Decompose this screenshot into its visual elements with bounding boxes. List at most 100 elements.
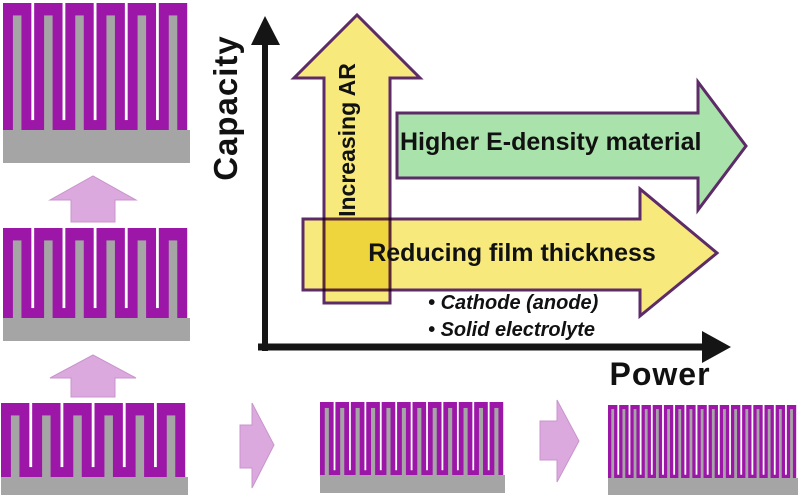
trench-bottom-film: [28, 467, 33, 477]
higher-e-density-arrow-label: Higher E-density material: [400, 128, 702, 156]
fin-core: [44, 240, 53, 318]
trench-bottom-film: [471, 470, 475, 475]
trench-bottom-film: [639, 474, 643, 478]
fin-core: [106, 240, 115, 318]
fin-core: [75, 240, 84, 318]
fin-core: [734, 409, 738, 478]
fin-core: [644, 409, 648, 478]
bullet-item-electrolyte: Solid electrolyte: [428, 317, 598, 344]
electrode-structure-ar-low: [1, 403, 188, 495]
trench-bottom-film: [348, 470, 352, 475]
fin-core: [324, 407, 329, 475]
fin-core: [106, 15, 115, 131]
fin-core: [767, 409, 771, 478]
trench-bottom-film: [728, 474, 732, 478]
fin-core: [73, 415, 82, 477]
substrate: [1, 477, 188, 495]
increasing-ar-arrow: [290, 12, 424, 305]
substrate: [608, 478, 798, 495]
up-progress-arrow-up-2: [49, 354, 137, 398]
bullet-list: Cathode (anode) Solid electrolyte: [428, 290, 599, 344]
trench-bottom-film: [153, 467, 158, 477]
fin-core: [689, 409, 693, 478]
electrode-structure-densest: [608, 405, 798, 495]
fin-core: [494, 407, 499, 475]
trench-bottom-film: [93, 120, 97, 130]
trench-bottom-film: [717, 474, 721, 478]
fin-core: [778, 409, 782, 478]
electrode-structure-ar-mid: [3, 228, 190, 341]
trench-bottom-film: [394, 470, 398, 475]
fin-core: [168, 15, 178, 131]
fin-core: [655, 409, 659, 478]
fin-core: [371, 407, 376, 475]
trench-bottom-film: [379, 470, 383, 475]
fin-core: [678, 409, 682, 478]
capacity-axis-label: Capacity: [207, 35, 244, 181]
trench-bottom-film: [739, 474, 743, 478]
fin-core: [42, 415, 51, 477]
trench-bottom-film: [683, 474, 687, 478]
substrate: [3, 318, 190, 341]
trench-bottom-film: [155, 308, 160, 318]
fin-core: [137, 15, 147, 131]
reducing-film-thickness-arrow-label: Reducing film thickness: [368, 239, 656, 267]
fin-core: [711, 409, 715, 478]
trench-bottom-film: [616, 474, 620, 478]
trench-bottom-film: [487, 470, 491, 475]
power-axis-label: Power: [609, 356, 711, 392]
trench-bottom-film: [672, 474, 676, 478]
trench-bottom-film: [30, 308, 35, 318]
fin-core: [622, 409, 626, 478]
trench-bottom-film: [124, 120, 129, 130]
fin-core: [463, 407, 468, 475]
fin-core: [12, 15, 22, 131]
trench-bottom-film: [695, 474, 698, 478]
electrode-structure-ar-high: [3, 3, 190, 163]
fin-core: [340, 407, 345, 475]
fin-core: [44, 15, 53, 131]
up-progress-arrow-up-1: [48, 175, 138, 223]
fin-core: [135, 415, 145, 477]
fin-core: [355, 407, 360, 475]
trench-bottom-film: [773, 474, 777, 478]
fin-core: [12, 240, 22, 318]
trench-bottom-film: [155, 120, 160, 130]
trench-bottom-film: [706, 474, 710, 478]
capacity-axis-arrowhead: [251, 16, 280, 45]
trench-bottom-film: [124, 308, 129, 318]
trench-bottom-film: [784, 474, 788, 478]
trench-bottom-film: [628, 474, 631, 478]
fin-core: [432, 407, 437, 475]
trench-bottom-film: [650, 474, 654, 478]
fin-core: [166, 415, 176, 477]
fin-core: [386, 407, 391, 475]
electrode-structure-dense: [320, 402, 505, 493]
trench-bottom-film: [661, 474, 665, 478]
fin-core: [417, 407, 422, 475]
fin-core: [168, 240, 178, 318]
trench-bottom-film: [62, 120, 66, 130]
trench-bottom-film: [91, 467, 95, 477]
trench-bottom-film: [441, 470, 444, 475]
fin-core: [611, 409, 615, 478]
fin-core: [10, 415, 20, 477]
substrate: [3, 130, 190, 163]
trench-bottom-film: [750, 474, 754, 478]
trench-bottom-film: [333, 470, 336, 475]
fin-core: [790, 409, 793, 478]
fin-core: [104, 415, 113, 477]
increasing-ar-arrow-label: Increasing AR: [334, 63, 360, 217]
trench-bottom-film: [410, 470, 413, 475]
power-axis-arrowhead: [702, 331, 731, 363]
fin-core: [633, 409, 637, 478]
fin-core: [401, 407, 406, 475]
trench-bottom-film: [762, 474, 765, 478]
fin-core: [137, 240, 147, 318]
xy-axes: [251, 16, 731, 363]
bullet-item-cathode: Cathode (anode): [428, 290, 599, 317]
fin-core: [478, 407, 484, 475]
trench-bottom-film: [62, 308, 66, 318]
